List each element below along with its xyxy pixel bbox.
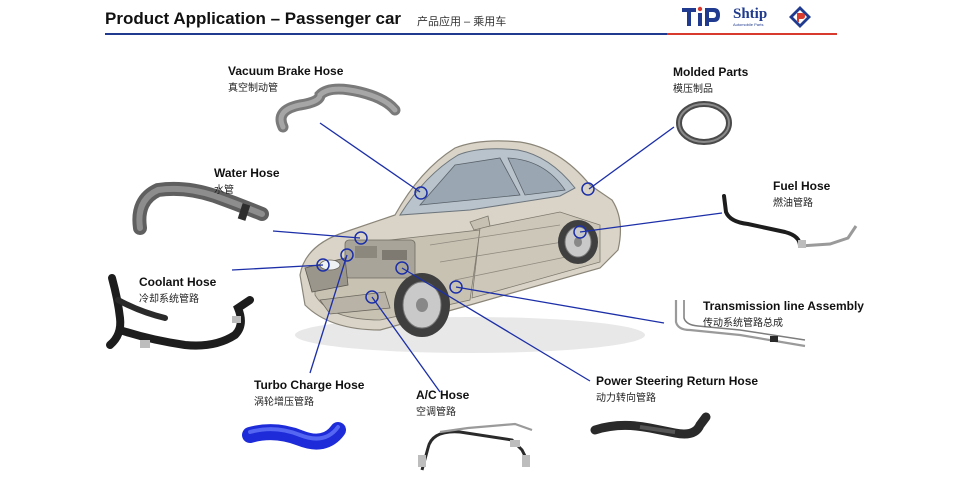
vacuum-brake-hose-image — [275, 83, 401, 133]
leader-molded-parts — [588, 126, 675, 190]
leader-transmission — [455, 286, 665, 324]
label-ac-hose-en: A/C Hose — [416, 388, 470, 402]
label-turbo-charge-hose-cn: 涡轮增压管路 — [254, 397, 314, 408]
target-ac-hose — [365, 290, 379, 304]
target-molded-parts — [581, 182, 595, 196]
target-fuel-hose — [573, 225, 587, 239]
label-coolant-hose-cn: 冷却系统管路 — [139, 294, 199, 305]
label-power-steering-hose: Power Steering Return Hose 动力转向管路 — [596, 374, 758, 404]
water-hose-image — [132, 181, 269, 235]
target-water-hose — [354, 231, 368, 245]
leader-coolant-hose — [231, 264, 324, 271]
label-ac-hose-cn: 空调管路 — [416, 407, 456, 418]
shtip-logo-subtext: Automobile Parts — [733, 22, 764, 27]
molded-parts-image — [676, 101, 732, 145]
leader-power-steering — [401, 267, 591, 382]
page-title: Product Application – Passenger car — [105, 9, 402, 28]
label-molded-parts-en: Molded Parts — [673, 65, 749, 79]
fuel-hose-image — [722, 194, 858, 248]
car-illustration — [295, 140, 645, 353]
target-transmission — [449, 280, 463, 294]
label-water-hose: Water Hose 水管 — [214, 166, 280, 196]
label-vacuum-brake-hose: Vacuum Brake Hose 真空制动管 — [228, 64, 343, 94]
leader-turbo-charge — [309, 254, 348, 374]
label-transmission-line-en: Transmission line Assembly — [703, 299, 864, 313]
label-molded-parts-cn: 模压制品 — [673, 84, 713, 95]
turbo-charge-hose-image — [242, 422, 346, 450]
label-turbo-charge-hose: Turbo Charge Hose 涡轮增压管路 — [254, 378, 364, 408]
label-power-steering-hose-cn: 动力转向管路 — [596, 393, 656, 404]
target-power-steering — [395, 261, 409, 275]
leader-target-circles — [316, 182, 595, 304]
page-header: Product Application – Passenger car 产品应用… — [0, 0, 960, 40]
label-coolant-hose-en: Coolant Hose — [139, 275, 217, 289]
target-turbo-charge — [340, 248, 354, 262]
label-water-hose-cn: 水管 — [214, 185, 234, 196]
label-transmission-line: Transmission line Assembly 传动系统管路总成 — [703, 299, 864, 329]
label-coolant-hose: Coolant Hose 冷却系统管路 — [139, 275, 216, 305]
leader-lines — [231, 122, 723, 393]
label-vacuum-brake-hose-cn: 真空制动管 — [228, 83, 278, 94]
diamond-logo-icon — [787, 4, 813, 30]
tip-logo — [680, 4, 722, 30]
ac-hose-image — [418, 422, 533, 471]
shtip-logo: Shtip Automobile Parts — [733, 4, 773, 30]
leader-vacuum-brake — [319, 122, 421, 193]
label-molded-parts: Molded Parts 模压制品 — [673, 65, 748, 95]
coolant-hose-image — [106, 274, 254, 350]
label-ac-hose: A/C Hose 空调管路 — [416, 388, 469, 418]
label-fuel-hose-cn: 燃油管路 — [773, 198, 813, 209]
target-vacuum-brake — [414, 186, 428, 200]
leader-ac-hose — [371, 296, 441, 393]
transmission-line-image — [674, 300, 806, 348]
page-subtitle: 产品应用 – 乘用车 — [417, 16, 507, 28]
label-fuel-hose: Fuel Hose 燃油管路 — [773, 179, 830, 209]
leader-water-hose — [272, 230, 361, 239]
label-power-steering-hose-en: Power Steering Return Hose — [596, 374, 759, 388]
label-vacuum-brake-hose-en: Vacuum Brake Hose — [228, 64, 344, 78]
label-transmission-line-cn: 传动系统管路总成 — [703, 318, 783, 329]
label-water-hose-en: Water Hose — [214, 166, 280, 180]
label-fuel-hose-en: Fuel Hose — [773, 179, 831, 193]
leader-fuel-hose — [579, 212, 723, 233]
power-steering-hose-image — [590, 412, 711, 439]
shtip-logo-text: Shtip — [733, 6, 768, 22]
header-rule-red — [667, 33, 837, 35]
target-coolant-hose — [316, 258, 330, 272]
header-rule-blue — [105, 33, 667, 35]
label-turbo-charge-hose-en: Turbo Charge Hose — [254, 378, 365, 392]
